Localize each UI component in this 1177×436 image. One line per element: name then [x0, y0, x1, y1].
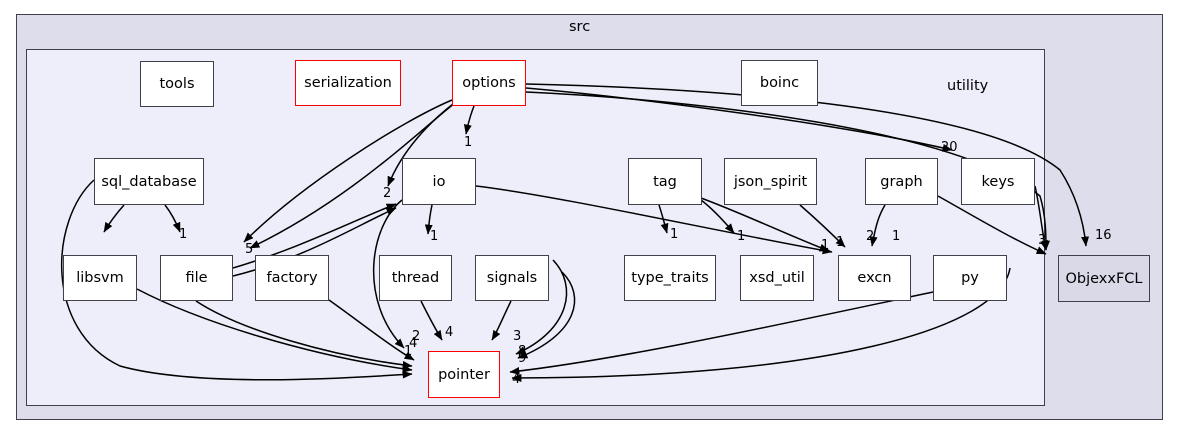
node-pointer[interactable]: pointer — [428, 351, 500, 398]
node-objexxfcl-label: ObjexxFCL — [1065, 270, 1143, 287]
node-py[interactable]: py — [933, 255, 1007, 301]
node-boinc[interactable]: boinc — [741, 60, 818, 106]
node-type-traits-label: type_traits — [631, 270, 709, 286]
node-file-label: file — [185, 270, 208, 286]
node-sql-database-label: sql_database — [101, 173, 197, 190]
node-json-spirit[interactable]: json_spirit — [724, 158, 817, 205]
node-sql-database[interactable]: sql_database — [94, 158, 204, 205]
node-libsvm[interactable]: libsvm — [63, 255, 137, 301]
node-keys[interactable]: keys — [961, 158, 1035, 205]
node-signals-label: signals — [486, 270, 538, 286]
node-excn[interactable]: excn — [838, 255, 911, 301]
node-signals[interactable]: signals — [475, 255, 549, 301]
node-pointer-label: pointer — [438, 366, 490, 383]
node-serialization[interactable]: serialization — [295, 60, 401, 106]
node-graph-label: graph — [880, 173, 923, 190]
node-objexxfcl[interactable]: ObjexxFCL — [1058, 255, 1150, 302]
node-thread-label: thread — [391, 270, 440, 286]
node-type-traits[interactable]: type_traits — [624, 255, 716, 301]
node-file[interactable]: file — [160, 255, 233, 301]
cluster-utility-label: utility — [947, 78, 989, 94]
node-serialization-label: serialization — [304, 75, 392, 91]
node-excn-label: excn — [857, 270, 892, 286]
node-tag[interactable]: tag — [628, 158, 702, 205]
node-thread[interactable]: thread — [379, 255, 452, 301]
node-tools-label: tools — [159, 76, 195, 92]
node-tag-label: tag — [653, 173, 677, 190]
node-factory[interactable]: factory — [255, 255, 329, 301]
node-libsvm-label: libsvm — [76, 270, 124, 286]
node-io-label: io — [432, 173, 446, 190]
node-io[interactable]: io — [402, 158, 476, 205]
node-xsd-util[interactable]: xsd_util — [740, 255, 814, 301]
node-graph[interactable]: graph — [865, 158, 938, 205]
node-factory-label: factory — [266, 270, 318, 286]
node-options[interactable]: options — [452, 60, 526, 106]
node-keys-label: keys — [981, 173, 1015, 190]
node-boinc-label: boinc — [759, 75, 800, 91]
cluster-src-label: src — [569, 19, 591, 35]
node-json-spirit-label: json_spirit — [733, 173, 808, 190]
node-xsd-util-label: xsd_util — [749, 270, 805, 286]
node-py-label: py — [961, 270, 979, 286]
node-options-label: options — [462, 75, 516, 91]
node-tools[interactable]: tools — [140, 61, 214, 107]
